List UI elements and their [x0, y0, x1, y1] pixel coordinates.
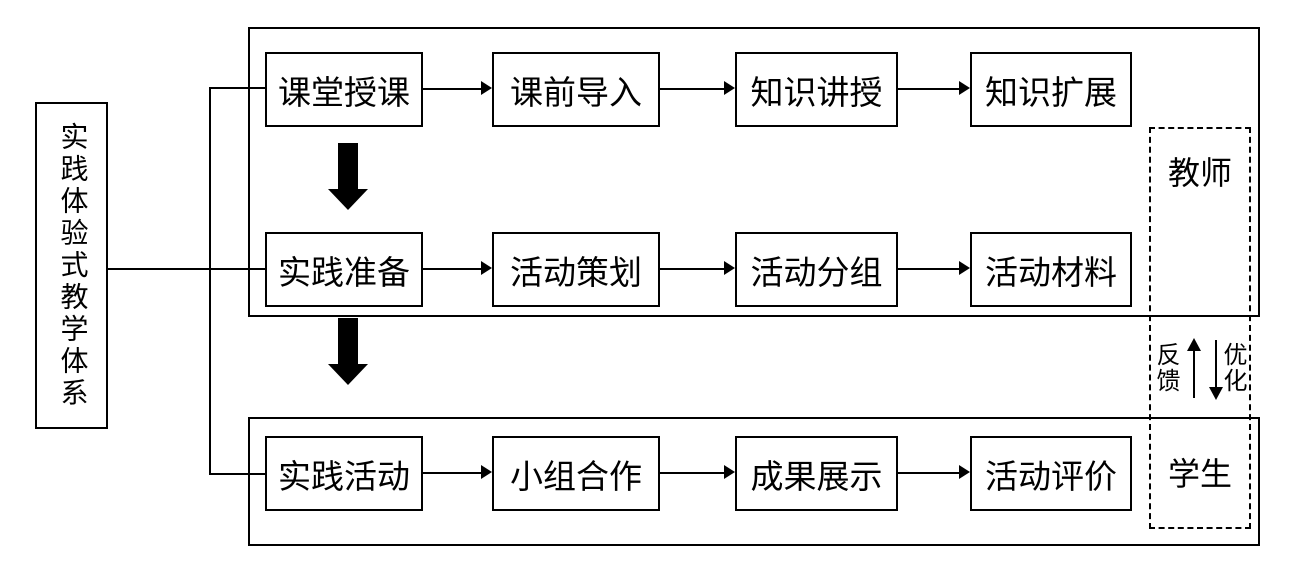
- right-arrow-icon: [423, 261, 492, 275]
- flow-box-activity-materials: 活动材料: [970, 232, 1132, 307]
- flow-box-results-presentation: 成果展示: [735, 436, 898, 511]
- right-arrow-icon: [423, 465, 492, 479]
- role-dashed-box: [1149, 127, 1251, 529]
- flow-box-activity-grouping: 活动分组: [735, 232, 898, 307]
- teaching-stage-container: [248, 27, 1260, 317]
- optimize-label: 优化: [1219, 342, 1245, 394]
- flow-box-group-cooperation: 小组合作: [492, 436, 660, 511]
- feedback-label: 反馈: [1152, 342, 1178, 394]
- right-arrow-icon: [660, 465, 735, 479]
- flow-box-knowledge-lecture: 知识讲授: [735, 52, 898, 127]
- down-arrow-shaft: [338, 318, 358, 364]
- down-arrow-head: [328, 189, 368, 210]
- down-arrow-icon: [328, 318, 368, 385]
- flow-box-knowledge-expansion: 知识扩展: [970, 52, 1132, 127]
- flow-box-pre-class-intro: 课前导入: [492, 52, 660, 127]
- up-arrow-icon: [1187, 338, 1201, 398]
- right-arrow-icon: [898, 81, 970, 95]
- right-arrow-icon: [898, 465, 970, 479]
- flow-box-classroom-teaching: 课堂授课: [265, 52, 423, 127]
- flow-box-activity-evaluation: 活动评价: [970, 436, 1132, 511]
- teacher-label: 教师: [1167, 155, 1232, 191]
- practice-stage-container: [248, 417, 1260, 546]
- flow-box-practice-preparation: 实践准备: [265, 232, 423, 307]
- flow-box-activity-planning: 活动策划: [492, 232, 660, 307]
- student-label: 学生: [1167, 456, 1232, 492]
- connector-row3-stub: [209, 473, 267, 475]
- connector-row1-stub: [209, 87, 267, 89]
- right-arrow-icon: [660, 81, 735, 95]
- system-title-box: 实践体验式教学体系: [35, 102, 108, 429]
- system-title: 实践体验式教学体系: [56, 121, 88, 410]
- down-arrow-icon: [1209, 340, 1223, 400]
- down-arrow-head: [328, 364, 368, 385]
- right-arrow-icon: [898, 261, 970, 275]
- flow-box-practice-activity: 实践活动: [265, 436, 423, 511]
- connector-root-line: [107, 268, 265, 270]
- connector-branch-line: [209, 87, 211, 475]
- down-arrow-icon: [328, 143, 368, 210]
- down-arrow-shaft: [338, 143, 358, 189]
- right-arrow-icon: [423, 81, 492, 95]
- right-arrow-icon: [660, 261, 735, 275]
